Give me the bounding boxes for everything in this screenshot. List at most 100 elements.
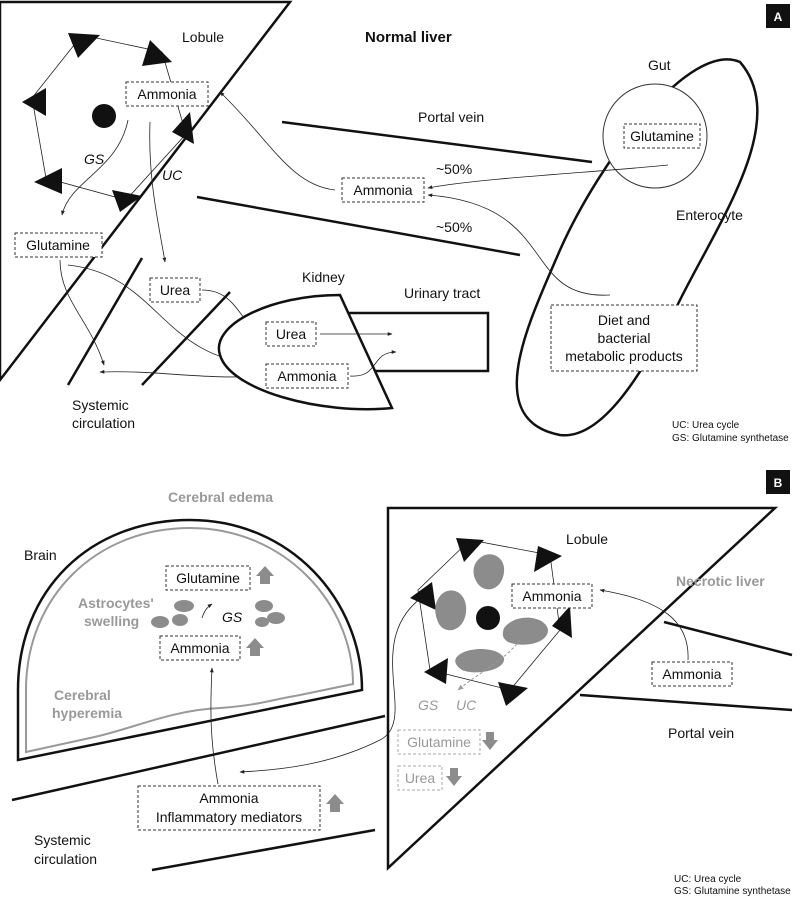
pct-bottom-a: ~50% xyxy=(436,219,472,235)
glutamine-box-brain xyxy=(165,565,251,591)
arrow-gut-to-portal-a xyxy=(427,164,669,190)
systemic-box-b xyxy=(137,785,321,831)
lobule-vertex-1 xyxy=(68,33,100,58)
gs-label-a: GS xyxy=(84,151,105,167)
systemic-b-line2: circulation xyxy=(34,851,97,867)
panel-b: B Cerebral edema Brain Glutamine Astrocy… xyxy=(11,470,793,897)
hyperemia-line1: Cerebral xyxy=(54,687,111,703)
ammonia-portal-a: Ammonia xyxy=(353,182,412,198)
legend-b-gs: GS: Glutamine synthetase xyxy=(674,886,791,897)
astrocytes-line1: Astrocytes' xyxy=(78,595,154,611)
arrow-lobule-to-gs-uc xyxy=(457,639,521,691)
ammonia-portal-b: Ammonia xyxy=(662,666,721,682)
lobule-b-vertex-1 xyxy=(456,538,484,562)
panel-a-label: A xyxy=(774,10,783,24)
legend-a-uc: UC: Urea cycle xyxy=(672,420,740,431)
uc-label-a: UC xyxy=(162,167,183,183)
ammonia-box-lobule-b xyxy=(511,583,593,609)
liver-triangle-a xyxy=(0,0,293,383)
panel-b-label: B xyxy=(774,476,783,490)
liver-triangle-b xyxy=(386,506,779,871)
systemic-a-line2: circulation xyxy=(72,415,135,431)
cerebral-edema-label: Cerebral edema xyxy=(168,489,273,505)
astrocyte-4 xyxy=(255,600,273,612)
arrow-ammonia-to-urinary xyxy=(349,350,397,377)
systemic-a-line1: Systemic xyxy=(72,397,129,413)
gs-label-brain: GS xyxy=(222,609,243,625)
arrow-ammonia-to-glutamine-a xyxy=(61,119,129,216)
systemic-box-line1: Ammonia xyxy=(199,790,258,806)
portal-vein-wall-bottom-a xyxy=(196,195,521,257)
hepatocyte-necrosis-icon xyxy=(435,590,467,631)
lobule-b-vertex-6 xyxy=(410,582,436,610)
lobule-b-vertex-5 xyxy=(424,658,448,684)
astrocytes-line2: swelling xyxy=(84,613,139,629)
systemic-box-line2: Inflammatory mediators xyxy=(156,809,302,825)
pct-top-a: ~50% xyxy=(436,161,472,177)
ammonia-box-kidney xyxy=(265,363,349,389)
urea-low: Urea xyxy=(405,770,436,786)
arrow-systemic-to-brain xyxy=(209,667,219,785)
hepatocyte-necrosis-icon xyxy=(502,617,548,645)
necrotic-label: Necrotic liver xyxy=(676,573,765,589)
arrow-ammonia-to-urea-a xyxy=(149,121,167,263)
ammonia-kidney: Ammonia xyxy=(277,368,336,384)
urea-box-liver-a xyxy=(149,277,201,303)
legend-b-uc: UC: Urea cycle xyxy=(674,874,742,885)
systemic-vessel-wall-bottom-b xyxy=(151,828,376,872)
glutamine-low: Glutamine xyxy=(407,734,471,750)
hepatocyte-necrosis-icon xyxy=(455,649,505,673)
systemic-b-line1: Systemic xyxy=(34,832,91,848)
arrow-portal-to-lobule-a xyxy=(219,91,336,191)
urea-liver-a: Urea xyxy=(160,282,191,298)
astrocyte-5 xyxy=(267,612,285,624)
urinary-tract-label: Urinary tract xyxy=(404,285,480,301)
ammonia-box-portal-a xyxy=(341,177,425,203)
hyperemia-line2: hyperemia xyxy=(52,705,122,721)
glutamine-liver-a: Glutamine xyxy=(26,237,90,253)
kidney-label: Kidney xyxy=(302,269,345,285)
glutamine-brain: Glutamine xyxy=(176,570,240,586)
glutamine-box-low xyxy=(397,729,481,755)
lobule-vertex-4 xyxy=(112,190,142,212)
portal-vein-wall-bottom-b xyxy=(579,693,793,712)
brain-inner-edema xyxy=(25,526,355,754)
lobule-label-b: Lobule xyxy=(566,531,608,547)
glutamine-gut: Glutamine xyxy=(630,128,694,144)
arrow-up-icon xyxy=(246,638,264,656)
nucleus-icon xyxy=(476,606,500,630)
lobule-vertex-6 xyxy=(22,88,46,116)
lobule-b-vertex-2 xyxy=(534,546,562,572)
panel-a: A Normal liver Lobule Ammonia GS UC Glut… xyxy=(0,0,790,444)
ammonia-box-lobule-a xyxy=(125,81,209,107)
arrow-up-icon xyxy=(326,794,344,812)
gs-label-b: GS xyxy=(418,697,439,713)
urea-box-kidney xyxy=(265,321,317,347)
ammonia-lobule-a: Ammonia xyxy=(137,86,196,102)
lobule-vertex-5 xyxy=(34,168,62,194)
urea-kidney: Urea xyxy=(276,326,307,342)
panel-a-label-box xyxy=(766,4,790,28)
arrow-down-icon xyxy=(482,732,498,750)
legend-a-gs: GS: Glutamine synthetase xyxy=(672,433,789,444)
systemic-vessel-wall-top-b xyxy=(11,714,386,802)
glutamine-box-gut xyxy=(623,123,701,149)
panel-a-title: Normal liver xyxy=(365,29,452,46)
hepatocyte-necrosis-icon xyxy=(473,554,505,590)
ammonia-box-portal-b xyxy=(651,661,733,687)
astrocyte-1 xyxy=(151,616,169,628)
arrow-lobule-to-systemic xyxy=(239,594,426,774)
arrow-down-icon xyxy=(446,768,462,786)
panel-b-label-box xyxy=(766,470,790,494)
arrow-glutamine-to-systemic-a xyxy=(59,259,105,366)
brain-label: Brain xyxy=(24,547,57,563)
kidney-outline xyxy=(217,293,394,411)
urea-box-low xyxy=(397,765,443,791)
astrocyte-2 xyxy=(174,600,194,612)
ammonia-brain: Ammonia xyxy=(170,640,229,656)
diet-line1: Diet and xyxy=(598,312,650,328)
lobule-vertex-3 xyxy=(172,112,194,144)
nucleus-icon xyxy=(92,104,116,128)
portal-vein-label-a: Portal vein xyxy=(418,109,484,125)
